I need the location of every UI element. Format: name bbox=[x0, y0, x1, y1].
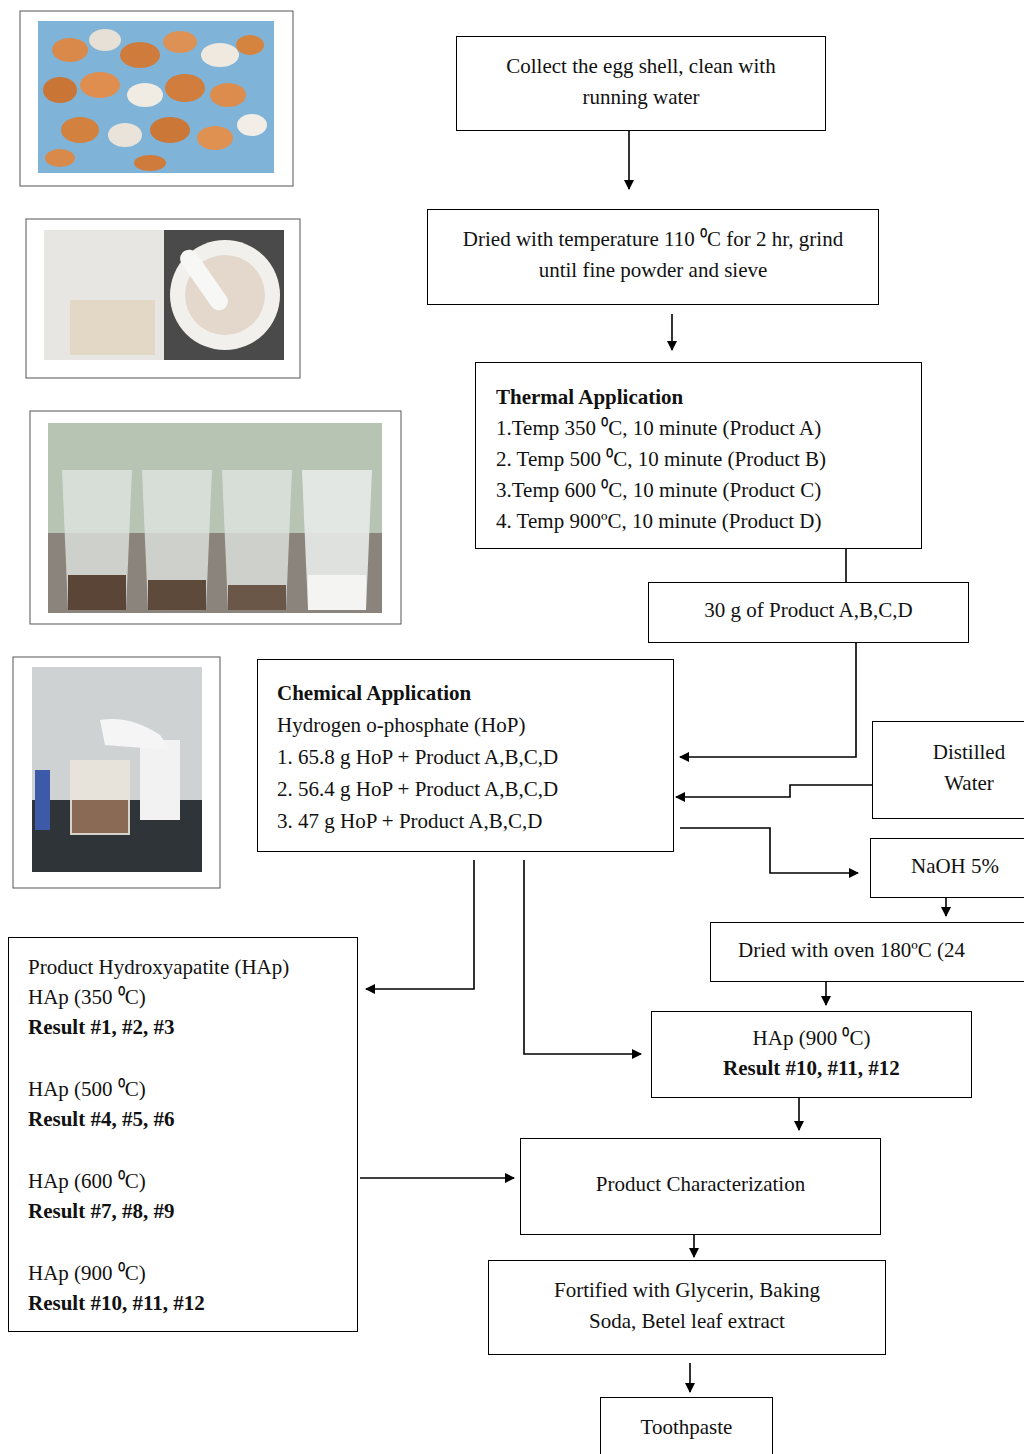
reagent-bottle bbox=[140, 740, 180, 820]
box-content: 30 g of Product A,B,C,D bbox=[649, 595, 968, 630]
result-box: Product Hydroxyapatite (HAp)HAp (350 ⁰C)… bbox=[8, 937, 358, 1332]
box-text: Result #10, #11, #12 bbox=[672, 1053, 951, 1083]
box-text: 2. 56.4 g HoP + Product A,B,C,D bbox=[277, 773, 654, 805]
egg-shell-photo bbox=[38, 21, 274, 173]
box-content: Distilled Water bbox=[873, 737, 1024, 803]
flow-arrow bbox=[945, 898, 947, 916]
flow-arrow bbox=[693, 1235, 695, 1257]
grinding-photo bbox=[44, 230, 284, 360]
box-content: Thermal Application1.Temp 350 ⁰C, 10 min… bbox=[476, 363, 921, 545]
box-content: NaOH 5% bbox=[871, 851, 1024, 886]
photo-frame bbox=[26, 219, 300, 378]
box-text: Result #1, #2, #3 bbox=[28, 1012, 338, 1042]
box-text: 3. 47 g HoP + Product A,B,C,D bbox=[277, 805, 654, 837]
box-text: HAp (350 ⁰C) bbox=[28, 982, 338, 1012]
flow-arrow bbox=[680, 643, 856, 757]
flow-arrow bbox=[798, 1098, 800, 1130]
flow-arrow bbox=[366, 860, 474, 989]
box-heading: HAp (900 ⁰C) bbox=[672, 1023, 951, 1053]
process-box: Fortified with Glycerin, Baking Soda, Be… bbox=[488, 1260, 886, 1355]
process-box: Chemical ApplicationHydrogen o-phosphate… bbox=[257, 659, 674, 852]
terminal-box: Toothpaste bbox=[600, 1397, 773, 1454]
process-box: Thermal Application1.Temp 350 ⁰C, 10 min… bbox=[475, 362, 922, 549]
input-box: NaOH 5% bbox=[870, 838, 1024, 898]
pestle bbox=[177, 246, 232, 314]
box-text: 1. 65.8 g HoP + Product A,B,C,D bbox=[277, 741, 654, 773]
box-text: 3.Temp 600 ⁰C, 10 minute (Product C) bbox=[496, 475, 901, 506]
flow-arrow bbox=[676, 785, 872, 797]
box-text: Fortified with Glycerin, Baking Soda, Be… bbox=[529, 1275, 845, 1337]
cups-photo bbox=[48, 423, 382, 613]
photo-frame bbox=[20, 11, 293, 186]
box-text: Result #7, #8, #9 bbox=[28, 1196, 338, 1226]
powder bbox=[70, 300, 155, 355]
box-content: HAp (900 ⁰C)Result #10, #11, #12 bbox=[652, 1023, 971, 1087]
beaker bbox=[70, 760, 130, 835]
flow-arrow bbox=[524, 860, 641, 1054]
lab-photo bbox=[32, 667, 202, 872]
process-box: Dried with temperature 110 ⁰C for 2 hr, … bbox=[427, 209, 879, 305]
gloved-hand bbox=[100, 719, 170, 750]
box-text: HAp (600 ⁰C) bbox=[28, 1166, 338, 1196]
box-text: HAp (900 ⁰C) bbox=[28, 1258, 338, 1288]
box-text: Dried with temperature 110 ⁰C for 2 hr, … bbox=[452, 224, 854, 286]
cups bbox=[62, 470, 372, 610]
box-content: Product Hydroxyapatite (HAp)HAp (350 ⁰C)… bbox=[9, 938, 357, 1326]
box-text: Result #10, #11, #12 bbox=[28, 1288, 338, 1318]
box-content: Chemical ApplicationHydrogen o-phosphate… bbox=[258, 660, 673, 845]
box-text: Collect the egg shell, clean with runnin… bbox=[481, 51, 801, 113]
egg-shells bbox=[43, 29, 267, 171]
box-content: Product Characterization bbox=[521, 1169, 880, 1204]
box-content: Collect the egg shell, clean with runnin… bbox=[457, 51, 825, 117]
flow-arrow bbox=[825, 982, 827, 1005]
box-heading: Product Hydroxyapatite (HAp) bbox=[28, 952, 338, 982]
box-text: 1.Temp 350 ⁰C, 10 minute (Product A) bbox=[496, 413, 901, 444]
beaker bbox=[44, 230, 164, 360]
box-text: Result #4, #5, #6 bbox=[28, 1104, 338, 1134]
flow-arrow bbox=[689, 1363, 691, 1392]
box-heading: Chemical Application bbox=[277, 677, 654, 709]
box-text: Distilled Water bbox=[913, 737, 1024, 799]
box-content: Toothpaste bbox=[601, 1412, 772, 1447]
box-heading: Thermal Application bbox=[496, 382, 901, 413]
result-box: HAp (900 ⁰C)Result #10, #11, #12 bbox=[651, 1011, 972, 1098]
bench bbox=[164, 230, 284, 360]
process-box: 30 g of Product A,B,C,D bbox=[648, 582, 969, 643]
box-text: Dried with oven 180ºC (24 bbox=[738, 935, 1022, 966]
process-box: Product Characterization bbox=[520, 1138, 881, 1235]
input-box: Distilled Water bbox=[872, 721, 1024, 819]
box-text: Hydrogen o-phosphate (HoP) bbox=[277, 709, 654, 741]
box-text: NaOH 5% bbox=[891, 851, 1019, 882]
box-content: Dried with temperature 110 ⁰C for 2 hr, … bbox=[428, 224, 878, 290]
flow-arrow bbox=[680, 828, 858, 873]
photo-frame bbox=[13, 657, 220, 888]
flow-arrow bbox=[671, 314, 673, 350]
photo-frame bbox=[30, 411, 401, 624]
flow-arrow bbox=[628, 131, 630, 189]
mixture bbox=[72, 800, 128, 833]
box-text: 2. Temp 500 ⁰C, 10 minute (Product B) bbox=[496, 444, 901, 475]
box-text: 30 g of Product A,B,C,D bbox=[669, 595, 948, 626]
flow-arrow bbox=[845, 549, 847, 582]
box-text: 4. Temp 900ºC, 10 minute (Product D) bbox=[496, 506, 901, 537]
blue-bottle bbox=[35, 770, 50, 830]
flow-arrow bbox=[360, 1177, 514, 1179]
process-box: Dried with oven 180ºC (24 bbox=[710, 922, 1024, 982]
box-content: Dried with oven 180ºC (24 bbox=[711, 935, 1024, 970]
mortar bbox=[170, 240, 280, 350]
box-content: Fortified with Glycerin, Baking Soda, Be… bbox=[489, 1275, 885, 1341]
box-text: Product Characterization bbox=[541, 1169, 860, 1200]
box-text: Toothpaste bbox=[617, 1412, 756, 1443]
process-box: Collect the egg shell, clean with runnin… bbox=[456, 36, 826, 131]
box-text: HAp (500 ⁰C) bbox=[28, 1074, 338, 1104]
